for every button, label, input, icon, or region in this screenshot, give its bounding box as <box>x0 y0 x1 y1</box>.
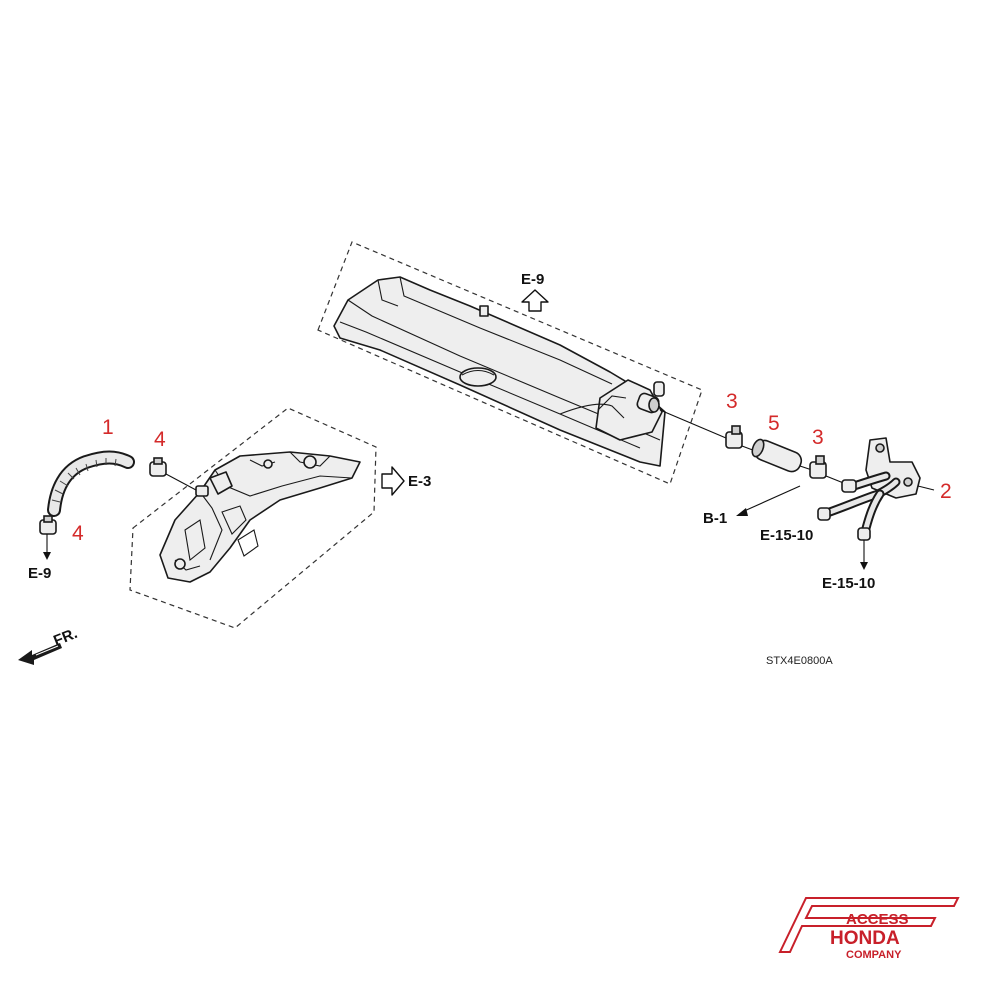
reference-e9-top[interactable]: E-9 <box>521 271 549 312</box>
clamp-tab <box>43 515 53 523</box>
hose-clamp-part-3-left[interactable] <box>725 425 759 453</box>
engine-mount-bolt <box>174 558 186 570</box>
callout-1[interactable]: 1 <box>102 416 114 439</box>
reference-label: B-1 <box>703 510 727 527</box>
access-honda-logo: ACCESS HONDA COMPANY <box>778 897 960 961</box>
manifold-outlet-port <box>648 397 660 413</box>
diagram-code: STX4E0800A <box>766 655 833 667</box>
reference-e3[interactable]: E-3 <box>381 466 431 496</box>
logo-access-text: ACCESS <box>846 911 909 928</box>
cylinder-head <box>159 451 361 583</box>
pipe-fitting <box>817 507 831 521</box>
callout-4-lower[interactable]: 4 <box>72 522 84 545</box>
hose-clamp-part-4-lower[interactable] <box>39 515 57 535</box>
engine-block-group <box>129 407 377 629</box>
logo-honda-text: HONDA <box>830 928 900 949</box>
reference-label: E-15-10 <box>822 575 875 592</box>
front-label: FR. <box>51 625 80 650</box>
clamp-tab <box>153 457 163 465</box>
logo-company-text: COMPANY <box>846 949 902 961</box>
reference-e15-10-a[interactable]: E-15-10 <box>760 527 813 544</box>
engine-dashed-boundary <box>129 407 377 629</box>
up-arrow-icon <box>521 289 549 312</box>
reference-e15-10-b[interactable]: E-15-10 <box>822 540 875 592</box>
pipe-fitting <box>857 527 871 541</box>
pcv-hose-part-1[interactable] <box>47 450 135 517</box>
reference-label: E-9 <box>521 271 544 288</box>
callout-3-right[interactable]: 3 <box>812 426 824 449</box>
short-hose-part-5[interactable] <box>750 438 813 475</box>
hose-end <box>751 438 765 458</box>
pcv-valve-port <box>195 485 209 497</box>
callout-4-upper[interactable]: 4 <box>154 428 166 451</box>
bracket-bolt-hole <box>875 443 885 453</box>
manifold-sensor-nub <box>653 381 665 397</box>
callout-2[interactable]: 2 <box>940 480 952 503</box>
intake-manifold-group <box>317 241 703 485</box>
arrow-down-icon <box>43 552 51 560</box>
reference-label: E-9 <box>28 565 51 582</box>
clamp-tab <box>731 425 741 435</box>
callout-5[interactable]: 5 <box>768 412 780 435</box>
reference-e9-left[interactable]: E-9 <box>28 534 51 582</box>
front-direction-indicator: FR. <box>18 625 80 665</box>
logo-f-mark <box>778 897 960 953</box>
right-arrow-icon <box>381 466 405 496</box>
bracket-bolt-hole <box>903 477 913 487</box>
reference-label: E-15-10 <box>760 527 813 544</box>
hose-clamp-part-4-upper[interactable] <box>149 457 197 491</box>
pcv-valve-grommet <box>209 471 233 495</box>
reference-label: E-3 <box>408 473 431 490</box>
reference-b1[interactable]: B-1 <box>703 485 801 527</box>
callout-3-left[interactable]: 3 <box>726 390 738 413</box>
clamp-tab <box>815 455 825 465</box>
arrow-down-icon <box>860 562 868 570</box>
arrow-icon <box>736 508 748 516</box>
engine-cap <box>303 455 317 469</box>
pipe-fitting <box>841 479 857 493</box>
hose-clamp-part-3-right[interactable] <box>809 455 847 485</box>
engine-stud <box>263 459 273 469</box>
manifold-top-boss <box>479 305 489 317</box>
purge-joint-part-2[interactable] <box>817 437 935 541</box>
